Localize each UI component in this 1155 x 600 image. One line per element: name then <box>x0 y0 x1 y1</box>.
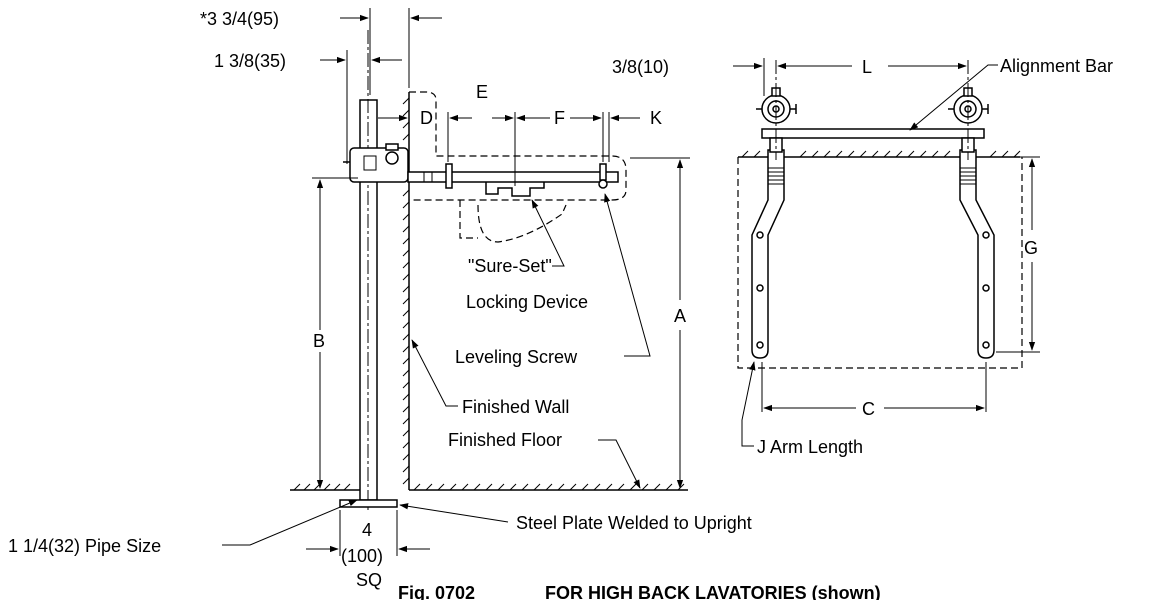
dim-3-8-label: 3/8(10) <box>612 57 669 77</box>
figure-subtitle: FOR HIGH BACK LAVATORIES (shown) <box>545 583 881 600</box>
pipe-size-label: 1 1/4(32) Pipe Size <box>8 536 161 556</box>
steel-plate <box>339 499 398 508</box>
floor-hatch-left <box>293 483 351 491</box>
clamp-block <box>349 147 409 183</box>
dim-f-label: F <box>554 108 565 128</box>
dim-a-label: A <box>674 306 686 326</box>
dim-c-label: C <box>862 399 875 419</box>
dim-d-label: D <box>420 108 433 128</box>
leveling-screw-label: Leveling Screw <box>455 347 578 367</box>
figure-caption: Fig. 0702 FOR HIGH BACK LAVATORIES (show… <box>398 583 881 600</box>
dim-k-label: K <box>650 108 662 128</box>
alignment-bar-label: Alignment Bar <box>1000 56 1113 76</box>
dim-b-label: B <box>313 331 325 351</box>
figure-number: Fig. 0702 <box>398 583 475 600</box>
side-view: *3 3/4(95) 1 3/8(35) D E F K A B <box>8 8 752 590</box>
dim-e-label: E <box>476 82 488 102</box>
front-view: 3/8(10) L Alignment Bar G C J Arm Length <box>612 56 1113 457</box>
wall-hatch <box>402 97 410 485</box>
support-arm <box>407 171 619 183</box>
dim-g-label: G <box>1024 238 1038 258</box>
sure-set-label-2: Locking Device <box>466 292 588 312</box>
right-threads <box>960 167 976 185</box>
sure-set-label-1: "Sure-Set" <box>468 256 552 276</box>
dim-1-3-8-label: 1 3/8(35) <box>214 51 286 71</box>
finished-wall-label: Finished Wall <box>462 397 569 417</box>
steel-plate-label: Steel Plate Welded to Upright <box>516 513 752 533</box>
plate-100-label: (100) <box>341 546 383 566</box>
left-threads <box>768 167 784 185</box>
lavatory-outline <box>409 91 627 243</box>
lavatory-front-outline <box>737 157 1023 369</box>
right-j-arm <box>959 149 995 359</box>
j-arm-length-label: J Arm Length <box>757 437 863 457</box>
plate-4-label: 4 <box>362 520 372 540</box>
left-j-arm <box>751 149 785 359</box>
sure-set-locking-device <box>485 182 545 197</box>
floor-hatch-right <box>413 483 685 491</box>
dim-l-label: L <box>862 57 872 77</box>
leveling-screw <box>598 179 608 189</box>
plate-sq-label: SQ <box>356 570 382 590</box>
top-hatch <box>741 150 1021 158</box>
alignment-bar <box>761 128 985 139</box>
finished-floor-label: Finished Floor <box>448 430 562 450</box>
dim-3-3-4-label: *3 3/4(95) <box>200 9 279 29</box>
